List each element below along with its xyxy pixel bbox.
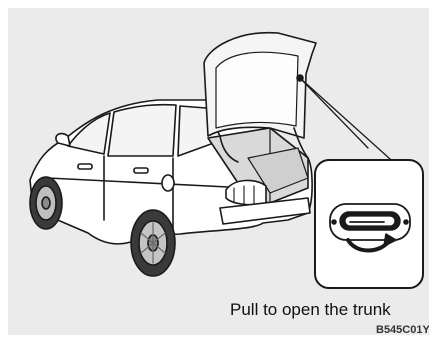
door-handle-front [78, 164, 92, 169]
taillight [226, 180, 266, 204]
car-window-rear [108, 105, 176, 156]
fuel-door [162, 175, 174, 191]
front-wheel [30, 177, 62, 229]
car-trunk-illustration [8, 8, 429, 335]
figure-code: B545C01Y [376, 324, 429, 335]
rear-wheel [131, 210, 175, 276]
illustration-frame: Pull to open the trunk B545C01Y [8, 8, 429, 335]
callout-line [300, 78, 400, 168]
door-handle-rear [134, 168, 148, 173]
caption: Pull to open the trunk [230, 300, 391, 320]
